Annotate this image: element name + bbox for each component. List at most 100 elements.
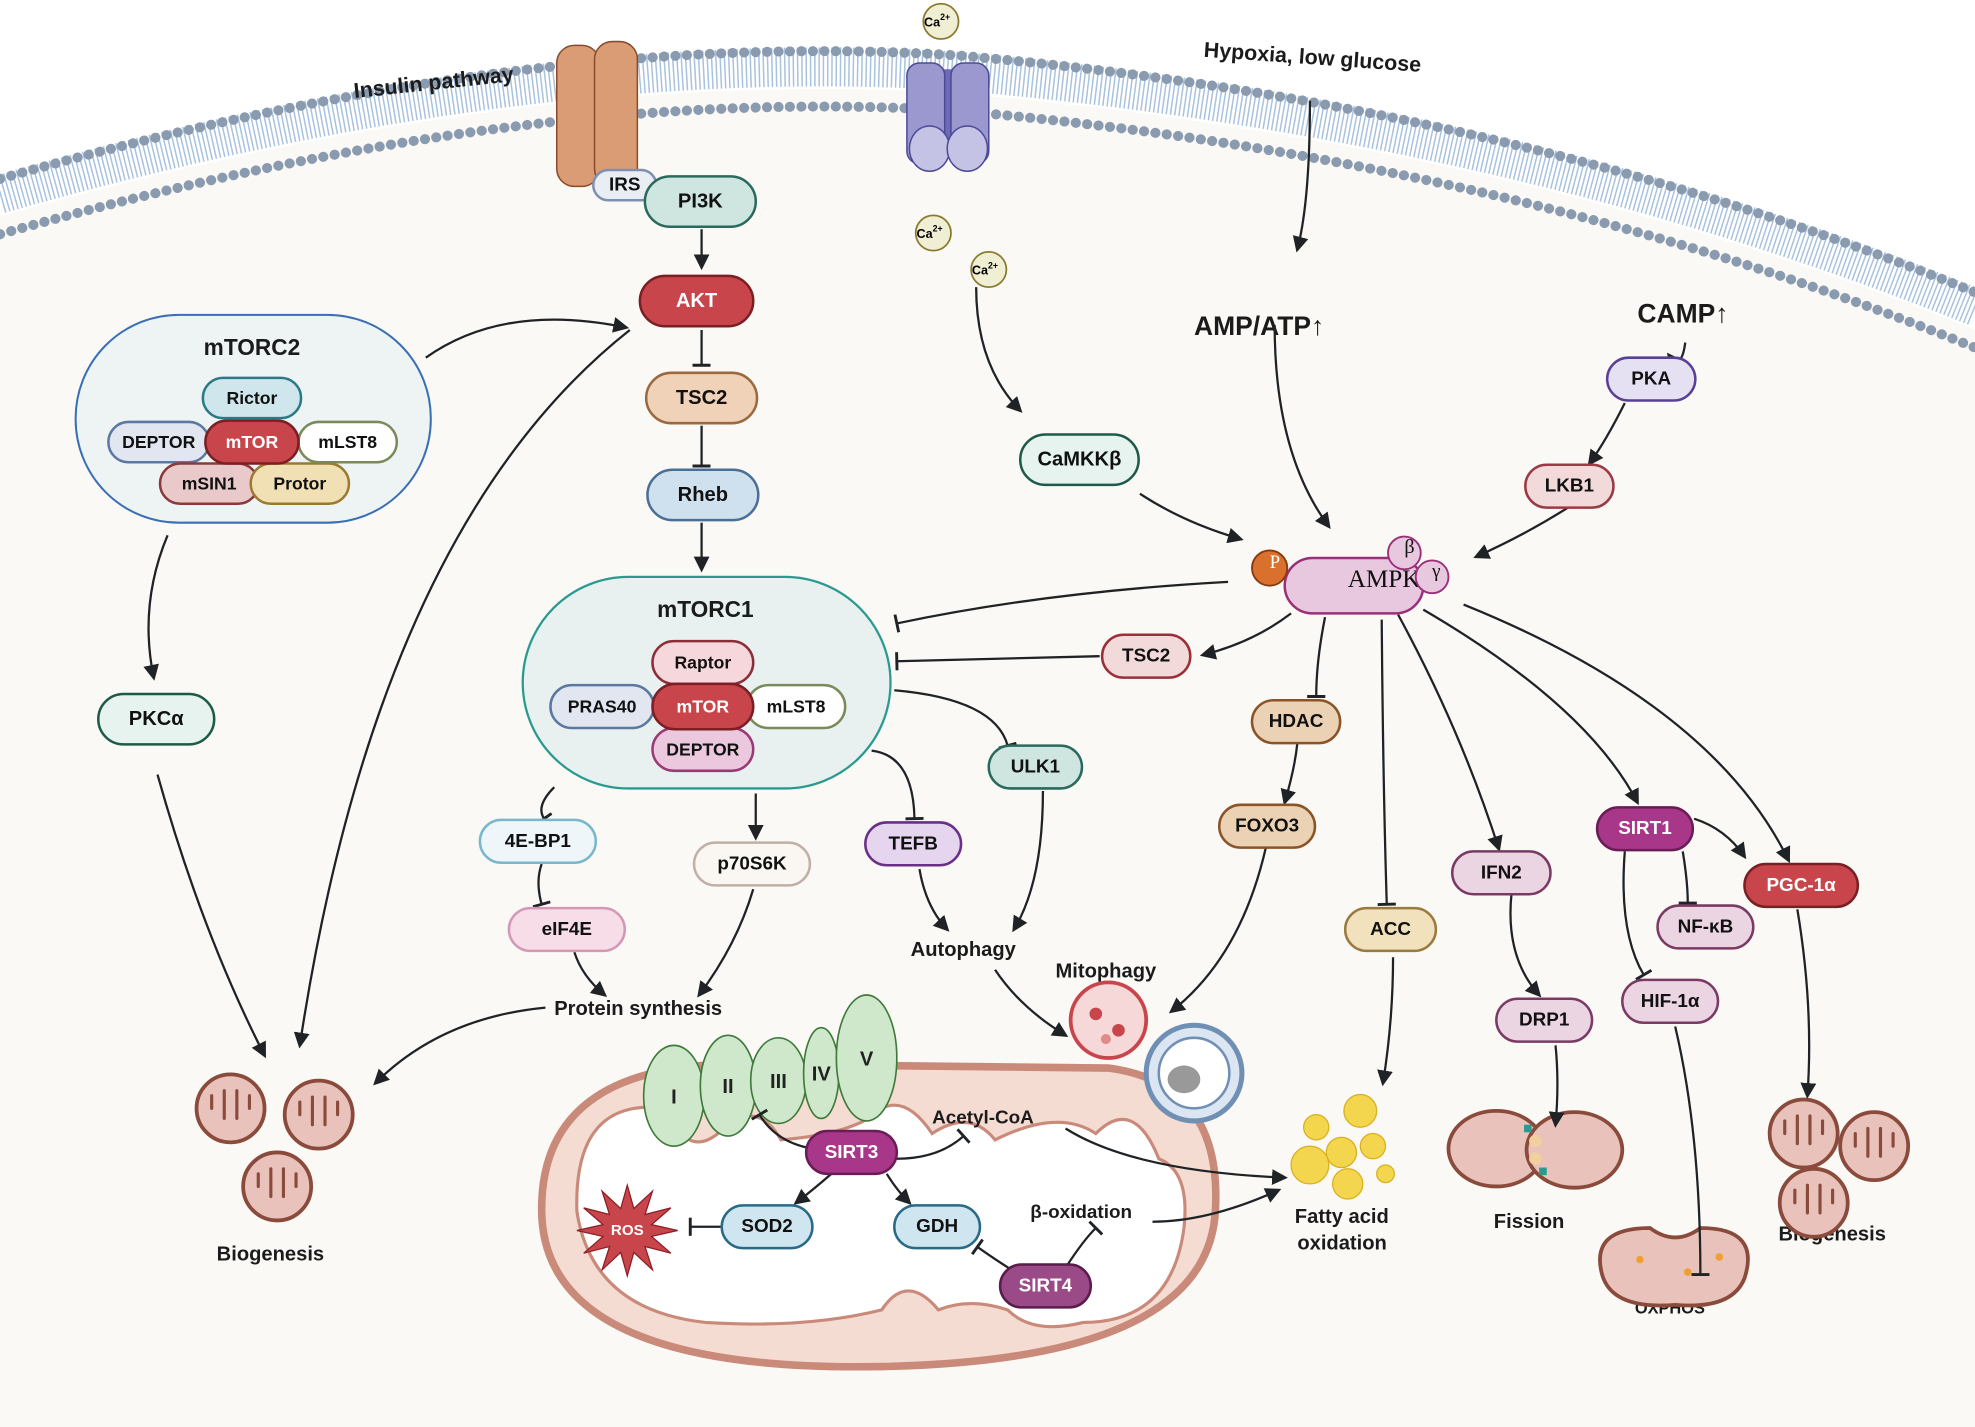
mtorc1-mtor-subunit: mTOR bbox=[651, 682, 755, 731]
inhibition-arrow bbox=[893, 580, 1229, 633]
tefb-node-label: TEFB bbox=[889, 833, 938, 854]
pkca-node-label: PKCα bbox=[129, 708, 185, 730]
drp1-node-label: DRP1 bbox=[1519, 1010, 1569, 1031]
mtorc2-mtor-subunit-label: mTOR bbox=[226, 432, 279, 452]
svg-text:III: III bbox=[770, 1071, 787, 1093]
activation-arrow bbox=[1397, 614, 1503, 852]
sirt1-node-label: SIRT1 bbox=[1618, 818, 1672, 839]
ebp1-node: 4E-BP1 bbox=[478, 818, 598, 865]
fatty-acid-label-2: oxidation bbox=[1297, 1232, 1387, 1254]
ulk1-node: ULK1 bbox=[987, 744, 1084, 790]
activation-arrow bbox=[1139, 492, 1244, 544]
lipid-droplet-icon bbox=[1359, 1132, 1387, 1160]
lipid-droplet-icon bbox=[1343, 1093, 1378, 1128]
nfkb-node: NF-κB bbox=[1656, 904, 1755, 950]
mtorc1-pras40-subunit: PRAS40 bbox=[549, 683, 655, 730]
oxphos-mitochondrion-icon bbox=[1598, 1226, 1750, 1308]
amp-atp-label: AMP/ATP↑ bbox=[1194, 311, 1324, 341]
activation-arrow bbox=[156, 774, 266, 1059]
mtorc1-title: mTORC1 bbox=[657, 596, 754, 622]
lipid-droplet-icon bbox=[1325, 1136, 1358, 1169]
ifn2-node: IFN2 bbox=[1450, 850, 1552, 896]
insulin-receptor-icon bbox=[555, 40, 639, 188]
mitochondrion-icon bbox=[1838, 1110, 1911, 1183]
camp-label: CAMP↑ bbox=[1637, 298, 1728, 328]
beta-oxidation-label: β-oxidation bbox=[1030, 1202, 1132, 1223]
fatty-acid-droplets bbox=[1290, 1093, 1395, 1200]
lipid-droplet-icon bbox=[1331, 1168, 1364, 1200]
svg-text:γ: γ bbox=[1431, 561, 1440, 582]
hdac-node-label: HDAC bbox=[1269, 711, 1324, 732]
etc-complex-iv: IV bbox=[802, 1026, 840, 1120]
sod2-node: SOD2 bbox=[720, 1204, 814, 1250]
activation-arrow bbox=[1199, 612, 1292, 660]
rheb-node: Rheb bbox=[646, 468, 760, 522]
gdh-node: GDH bbox=[893, 1204, 982, 1250]
etc-complex-iii: III bbox=[749, 1036, 807, 1125]
inhibition-arrow bbox=[1674, 1026, 1710, 1277]
mitochondrion-icon bbox=[1777, 1166, 1850, 1239]
akt-node: AKT bbox=[638, 274, 755, 328]
sod2-node-label: SOD2 bbox=[741, 1216, 792, 1237]
ifn2-node-label: IFN2 bbox=[1481, 862, 1522, 883]
mtorc2-rictor-subunit-label: Rictor bbox=[226, 388, 277, 408]
tsc2-top-node: TSC2 bbox=[644, 371, 759, 425]
hif1a-node-label: HIF-1α bbox=[1641, 991, 1700, 1012]
etc-complex-ii: II bbox=[699, 1034, 757, 1137]
activation-arrow bbox=[293, 329, 631, 1049]
activation-arrow bbox=[1064, 1127, 1288, 1186]
mtorc2-protor-subunit-label: Protor bbox=[273, 474, 326, 494]
activation-arrow bbox=[1473, 506, 1569, 559]
mtorc1-mlst8-subunit: mLST8 bbox=[745, 683, 847, 730]
phospho-label: P bbox=[1270, 552, 1281, 573]
inhibition-arrow bbox=[871, 749, 924, 821]
inhibition-arrow bbox=[896, 1128, 971, 1160]
mtorc1-mtor-subunit-label: mTOR bbox=[677, 697, 730, 717]
mtorc1-pras40-subunit-label: PRAS40 bbox=[568, 697, 637, 717]
mtorc2-deptor-subunit: DEPTOR bbox=[107, 420, 211, 464]
mtorc2-msin1-subunit: mSIN1 bbox=[158, 462, 260, 506]
ros-label: ROS bbox=[611, 1222, 644, 1239]
mtorc2-rictor-subunit: Rictor bbox=[201, 376, 303, 420]
calcium-ion-icon: Ca2+ bbox=[914, 214, 952, 252]
svg-text:I: I bbox=[671, 1086, 677, 1108]
acc-node: ACC bbox=[1343, 906, 1438, 953]
activation-arrow bbox=[1693, 817, 1747, 860]
mtorc1-deptor-subunit-label: DEPTOR bbox=[666, 739, 739, 759]
inhibition-arrow bbox=[1678, 851, 1697, 905]
activation-arrow bbox=[1796, 909, 1817, 1099]
mtorc1-raptor-subunit-label: Raptor bbox=[674, 652, 731, 672]
activation-arrow bbox=[573, 951, 608, 998]
inhibition-arrow bbox=[894, 689, 1017, 750]
mtorc2-mlst8-subunit: mLST8 bbox=[297, 420, 399, 464]
cytoplasm bbox=[0, 86, 1975, 1427]
hdac-node: HDAC bbox=[1250, 699, 1342, 745]
hypoxia-label: Hypoxia, low glucose bbox=[1203, 38, 1422, 77]
mitochondrion-icon bbox=[194, 1072, 267, 1145]
inhibition-arrow bbox=[1622, 851, 1653, 981]
sirt3-node: SIRT3 bbox=[804, 1129, 899, 1176]
mitophagy-label: Mitophagy bbox=[1056, 960, 1157, 982]
pka-node-label: PKA bbox=[1631, 369, 1671, 390]
p70s6k-node-label: p70S6K bbox=[717, 854, 787, 875]
mitochondrion-icon bbox=[241, 1150, 314, 1223]
fatty-acid-label: Fatty acid bbox=[1295, 1206, 1389, 1228]
activation-arrow bbox=[1509, 894, 1542, 998]
activation-arrow bbox=[994, 969, 1069, 1037]
pkca-node: PKCα bbox=[97, 692, 216, 746]
activation-arrow bbox=[1463, 603, 1791, 864]
calcium-channel-icon bbox=[906, 62, 990, 173]
svg-text:II: II bbox=[722, 1076, 733, 1098]
foxo3-node: FOXO3 bbox=[1217, 803, 1317, 849]
pka-node: PKA bbox=[1605, 356, 1697, 402]
eif4e-node: eIF4E bbox=[507, 906, 627, 953]
activation-arrow bbox=[697, 888, 755, 998]
ros-star: ROS bbox=[576, 1182, 678, 1279]
activation-arrow bbox=[1012, 790, 1045, 933]
etc-complex-i: I bbox=[642, 1044, 705, 1147]
mtorc2-msin1-subunit-label: mSIN1 bbox=[182, 474, 237, 494]
calcium-ion-icon: Ca2+ bbox=[922, 2, 960, 40]
sirt4-node: SIRT4 bbox=[998, 1263, 1093, 1309]
mitophagy-icon bbox=[1068, 980, 1245, 1124]
